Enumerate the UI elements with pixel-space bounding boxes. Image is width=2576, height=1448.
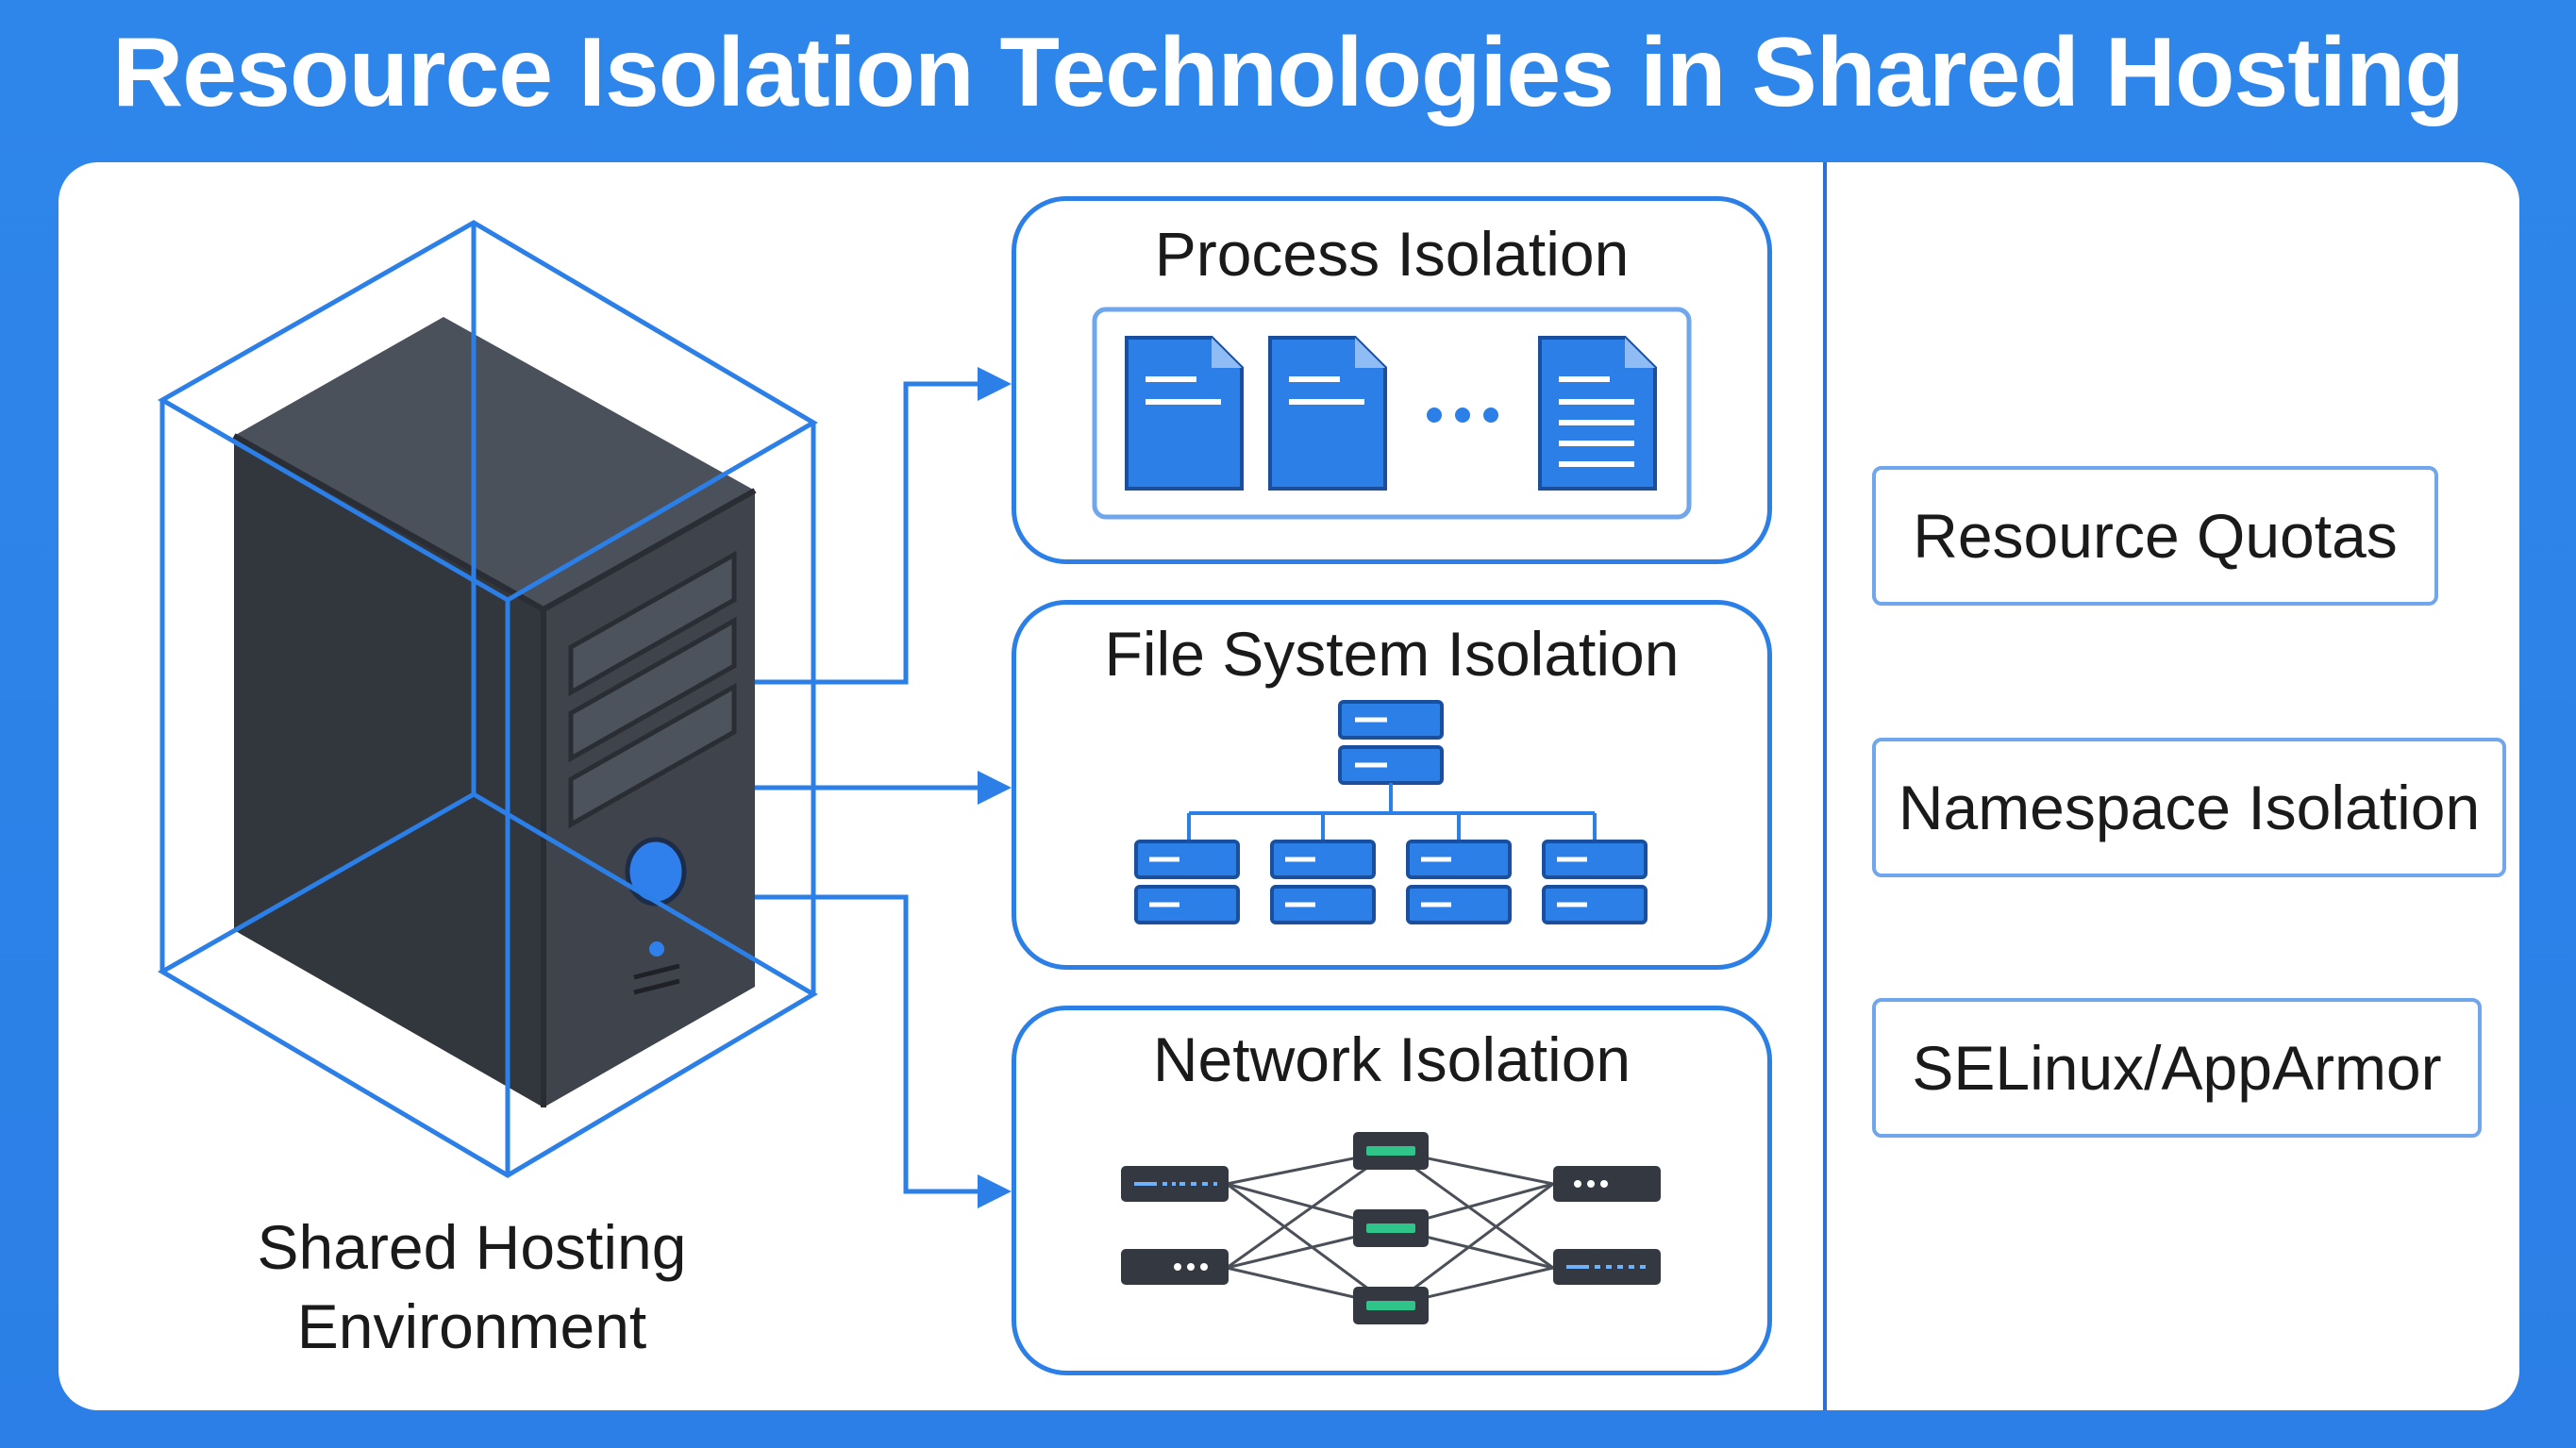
- environment-label-line2: Environment: [296, 1291, 647, 1361]
- file-system-isolation-title: File System Isolation: [1104, 619, 1680, 689]
- arrow-heads: [978, 367, 1012, 1208]
- environment-label: Shared Hosting Environment: [189, 1207, 755, 1366]
- directory-tree-icon: [1134, 700, 1648, 924]
- server-tower-icon: [232, 317, 757, 1107]
- environment-label-line1: Shared Hosting: [257, 1212, 687, 1282]
- network-mesh-icon: [1121, 1132, 1661, 1324]
- namespace-isolation-label: Namespace Isolation: [1872, 738, 2506, 877]
- page-title: Resource Isolation Technologies in Share…: [112, 18, 2465, 127]
- connector-arrows: [755, 381, 981, 1194]
- process-documents-icon: [1092, 307, 1692, 520]
- panel-divider: [1823, 162, 1827, 1410]
- process-isolation-title: Process Isolation: [1154, 219, 1630, 289]
- network-isolation-title: Network Isolation: [1152, 1024, 1631, 1094]
- resource-quotas-label: Resource Quotas: [1872, 466, 2438, 606]
- selinux-apparmor-label: SELinux/AppArmor: [1872, 998, 2482, 1138]
